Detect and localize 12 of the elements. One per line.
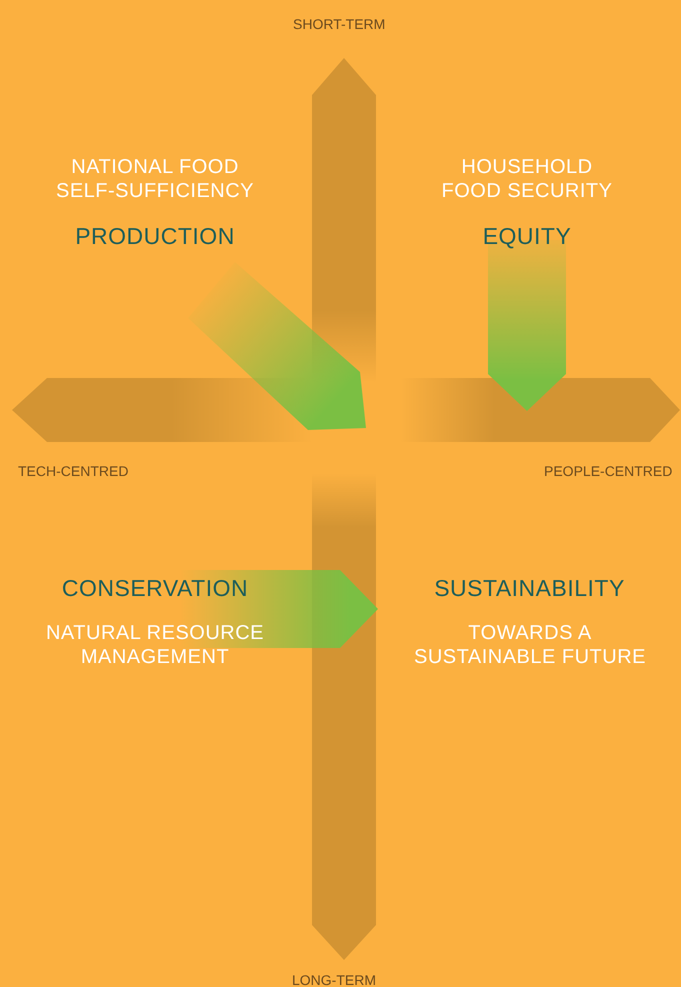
axis-label: PEOPLE-CENTRED [544, 463, 672, 479]
quadrant-subtitle: TOWARDS A SUSTAINABLE FUTURE [413, 621, 647, 669]
quadrant-subtitle: HOUSEHOLD FOOD SECURITY [440, 155, 614, 203]
quadrant-heading: SUSTAINABILITY [433, 574, 626, 602]
quadrant-subtitle: NATURAL RESOURCE MANAGEMENT [44, 621, 266, 669]
quadrant-subtitle: NATIONAL FOOD SELF-SUFFICIENCY [54, 155, 256, 203]
axis-label: LONG-TERM [292, 972, 376, 987]
axis-label: SHORT-TERM [293, 16, 386, 32]
quadrant-heading: PRODUCTION [74, 222, 236, 250]
quadrant-heading: CONSERVATION [60, 574, 250, 602]
axis-label: TECH-CENTRED [18, 463, 128, 479]
quadrant-heading: EQUITY [482, 222, 572, 250]
